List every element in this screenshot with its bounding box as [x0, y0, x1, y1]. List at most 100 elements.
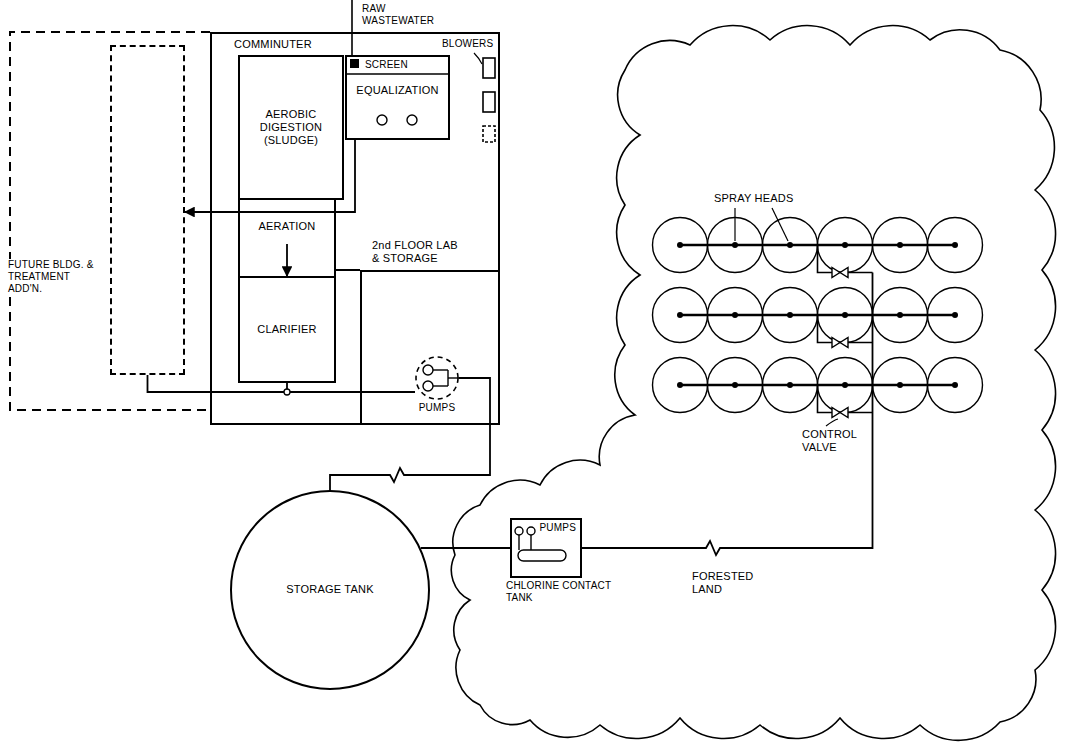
screen-symbol	[345, 59, 450, 74]
box-label: STORAGE TANK	[284, 583, 375, 596]
land-outline	[440, 18, 1050, 738]
unit-label: COMMINUTER	[232, 38, 314, 51]
box-label: CLARIFIER	[255, 323, 318, 336]
callout-label: CONTROL VALVE	[800, 428, 856, 454]
spray-head	[842, 242, 848, 248]
aerator-symbol	[377, 115, 387, 125]
clarifier-tank: CLARIFIER	[238, 276, 336, 383]
aeration-tank: AERATION	[238, 198, 336, 278]
branch-pipe	[818, 245, 873, 413]
tank-outline	[416, 357, 458, 399]
junction-dot	[284, 389, 290, 395]
junction-dot	[284, 389, 290, 395]
pipe-connector	[286, 244, 288, 276]
spray-head	[677, 382, 683, 388]
callout-label: RAW WASTEWATER	[360, 3, 435, 27]
spray-head	[842, 382, 848, 388]
pump-symbol	[423, 381, 433, 391]
branch-pipe	[818, 315, 873, 343]
pipe-connector	[330, 378, 490, 490]
spray-head	[842, 312, 848, 318]
pipe-connector	[421, 547, 510, 549]
treatment-building: SCREEN EQUALIZATION AEROBIC DIGESTION (SLU…	[210, 32, 500, 425]
box-label: CHLORINE CONTACT TANK	[504, 580, 616, 604]
future-outline	[10, 32, 210, 410]
aerator-symbol	[377, 115, 417, 125]
spray-head	[732, 382, 738, 388]
wall-line	[336, 269, 360, 271]
spray-head	[732, 312, 738, 318]
spray-head	[897, 382, 903, 388]
pump-symbol	[423, 365, 459, 391]
land-outline	[451, 26, 1055, 741]
tank-outline	[415, 356, 459, 400]
box-label: EQUALIZATION	[347, 84, 448, 97]
screen-symbol	[345, 73, 450, 75]
inlet-pipe	[351, 0, 353, 55]
future-building-outline: FUTURE BLDG. & TREATMENT ADD'N.	[110, 45, 185, 375]
spray-head	[677, 242, 958, 388]
room-label: 2nd FLOOR LAB & STORAGE	[370, 239, 462, 265]
spray-head	[677, 312, 683, 318]
spray-circle	[653, 218, 983, 413]
leader-line	[474, 53, 838, 426]
unit-label: SCREEN	[363, 59, 410, 71]
spray-head	[952, 242, 958, 248]
tank-outline	[231, 491, 429, 689]
area-label: FUTURE BLDG. & TREATMENT ADD'N.	[6, 259, 104, 295]
wall-line	[336, 269, 360, 271]
spray-head	[952, 382, 958, 388]
chlorine-equipment	[518, 550, 566, 561]
inlet-pipe	[351, 0, 353, 55]
valve-symbol	[832, 268, 848, 278]
spray-head	[732, 242, 738, 248]
area-label: FORESTED LAND	[690, 570, 770, 596]
spray-pipe	[680, 245, 955, 385]
blower-symbol	[483, 58, 495, 78]
valve-symbol	[832, 338, 848, 348]
callout-label: BLOWERS	[440, 38, 495, 50]
spray-head	[952, 312, 958, 318]
box-label: AERATION	[256, 220, 317, 233]
chlorine-equipment	[518, 535, 519, 550]
screen-symbol	[350, 59, 359, 68]
pipe-connector	[582, 273, 873, 556]
digestion-tank: AEROBIC DIGESTION (SLUDGE)	[238, 55, 344, 200]
spray-head	[787, 312, 793, 318]
box-label: AEROBIC DIGESTION (SLUDGE)	[240, 108, 342, 148]
spray-head	[787, 382, 793, 388]
branch-pipe	[818, 385, 873, 413]
blower-symbol	[483, 92, 495, 112]
chlorine-equipment	[527, 527, 535, 535]
leader-line	[772, 208, 788, 241]
valve-symbol	[832, 268, 848, 418]
unit-label: PUMPS	[403, 402, 471, 414]
lab-storage-room: PUMPS2nd FLOOR LAB & STORAGE	[360, 270, 500, 425]
pipe-connector	[287, 383, 415, 392]
future-outline	[10, 32, 210, 410]
forested-land: FORESTED LAND	[440, 18, 1050, 738]
spray-head	[897, 242, 903, 248]
branch-pipe	[818, 245, 873, 273]
spray-head	[787, 242, 793, 248]
pump-station: PUMPS	[415, 356, 459, 400]
blower-symbol	[483, 126, 495, 142]
blower-symbol	[483, 58, 495, 142]
pump-symbol	[433, 369, 448, 370]
leader-line	[474, 53, 482, 64]
spray-head	[897, 312, 903, 318]
spray-head	[677, 242, 683, 248]
leader-line	[734, 208, 735, 241]
pump-symbol	[433, 385, 448, 386]
pipe-connector	[148, 375, 416, 392]
pipe-group	[148, 140, 873, 555]
leader-line	[826, 419, 838, 426]
equalization-tank: SCREEN EQUALIZATION	[345, 55, 450, 140]
chlorine-contact-box: PUMPSCHLORINE CONTACT TANK	[510, 518, 582, 578]
chlorine-equipment	[530, 535, 531, 550]
storage-tank: STORAGE TANK	[230, 490, 430, 690]
